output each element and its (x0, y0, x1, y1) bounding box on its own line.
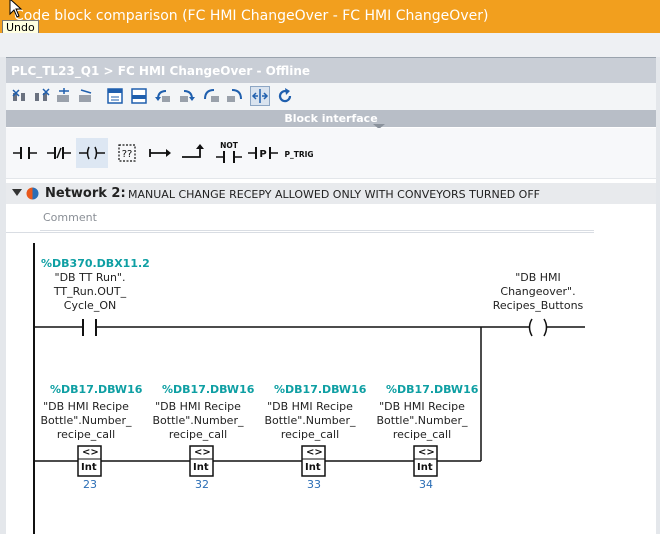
comparator-1-value[interactable]: 23 (83, 478, 97, 491)
comparator-1-operator: <> (82, 447, 99, 458)
expand-arrow-icon[interactable] (373, 124, 385, 129)
contact-address[interactable]: %DB370.DBX11.2 (41, 257, 150, 270)
not-label: NOT (220, 141, 239, 150)
assign-right-icon[interactable] (226, 87, 244, 105)
p-contact-icon[interactable]: P (246, 138, 280, 168)
network-status-icon (26, 187, 39, 200)
comparator-3-value[interactable]: 33 (307, 478, 321, 491)
comparator-3-operator: <> (306, 447, 323, 458)
comparator-4-operator: <> (418, 447, 435, 458)
coil-icon[interactable] (76, 138, 108, 168)
compare-icon[interactable] (55, 87, 73, 105)
contact-symbol[interactable]: "DB TT Run". TT_Run.OUT_ Cycle_ON (53, 271, 127, 312)
disconnect-icon[interactable] (11, 87, 29, 105)
comment-placeholder: Comment (43, 211, 97, 224)
no-contact-icon[interactable] (10, 138, 40, 168)
comparator-4-type: Int (417, 462, 433, 473)
comparator-2-value[interactable]: 32 (195, 478, 209, 491)
comparator-2-type: Int (193, 462, 209, 473)
compare-all-icon[interactable] (77, 87, 95, 105)
network-title: Network 2: (45, 186, 126, 201)
nc-contact-icon[interactable] (44, 138, 74, 168)
comparator-3-symbol[interactable]: "DB HMI Recipe Bottle".Number_ recipe_ca… (264, 400, 356, 441)
comparator-3-type: Int (305, 462, 321, 473)
toolbar (6, 83, 656, 110)
comparator-4-value[interactable]: 34 (419, 478, 433, 491)
mouse-cursor-icon (9, 0, 23, 18)
right-frame (656, 57, 660, 534)
network-header[interactable]: Network 2: MANUAL CHANGE RECEPY ALLOWED … (6, 183, 656, 204)
close-branch-icon[interactable] (178, 138, 208, 168)
comparator-2-address[interactable]: %DB17.DBW16 (162, 383, 255, 396)
assign-left-icon[interactable] (202, 87, 220, 105)
comparator-3-address[interactable]: %DB17.DBW16 (274, 383, 367, 396)
not-contact-icon[interactable]: NOT (214, 138, 244, 168)
collapse-arrow-icon[interactable] (12, 189, 22, 197)
window-frame (0, 33, 660, 57)
p-trig-label: P_TRIG (284, 150, 313, 159)
p-label: P (259, 149, 266, 160)
p-trig-icon[interactable]: P_TRIG (282, 138, 316, 168)
block-interface-bar[interactable]: Block interface (6, 110, 656, 127)
disconnect-all-icon[interactable] (33, 87, 51, 105)
next-difference-icon[interactable] (178, 87, 196, 105)
comparator-1-type: Int (81, 462, 97, 473)
comparator-1-symbol[interactable]: "DB HMI Recipe Bottle".Number_ recipe_ca… (40, 400, 132, 441)
sync-scroll-icon[interactable] (250, 86, 270, 106)
navigate-icon[interactable] (130, 87, 148, 105)
comparator-4-symbol[interactable]: "DB HMI Recipe Bottle".Number_ recipe_ca… (376, 400, 468, 441)
network-separator (6, 232, 594, 233)
block-interface-label: Block interface (284, 112, 378, 125)
comparator-4-address[interactable]: %DB17.DBW16 (386, 383, 479, 396)
comparator-2-symbol[interactable]: "DB HMI Recipe Bottle".Number_ recipe_ca… (152, 400, 244, 441)
empty-box-icon[interactable]: ?? (112, 138, 142, 168)
prev-difference-icon[interactable] (154, 87, 172, 105)
comparator-1-address[interactable]: %DB17.DBW16 (50, 383, 143, 396)
breadcrumb: PLC_TL23_Q1 > FC HMI ChangeOver - Offlin… (11, 64, 311, 78)
svg-text:??: ?? (122, 149, 133, 160)
instruction-favorites-bar: ?? NOT P P_TRIG (6, 128, 656, 179)
network-comment[interactable]: Comment (40, 208, 594, 231)
left-frame (0, 57, 6, 534)
title-bar: Code block comparison (FC HMI ChangeOver… (0, 0, 660, 33)
breadcrumb-bar: PLC_TL23_Q1 > FC HMI ChangeOver - Offlin… (6, 57, 656, 84)
window-title: Code block comparison (FC HMI ChangeOver… (14, 8, 489, 24)
open-branch-icon[interactable] (146, 138, 176, 168)
comparator-2-operator: <> (194, 447, 211, 458)
refresh-icon[interactable] (276, 87, 294, 105)
network-description[interactable]: MANUAL CHANGE RECEPY ALLOWED ONLY WITH C… (128, 188, 540, 201)
window-icon[interactable] (106, 87, 124, 105)
coil-symbol[interactable]: "DB HMI Changeover". Recipes_Buttons (492, 271, 584, 312)
